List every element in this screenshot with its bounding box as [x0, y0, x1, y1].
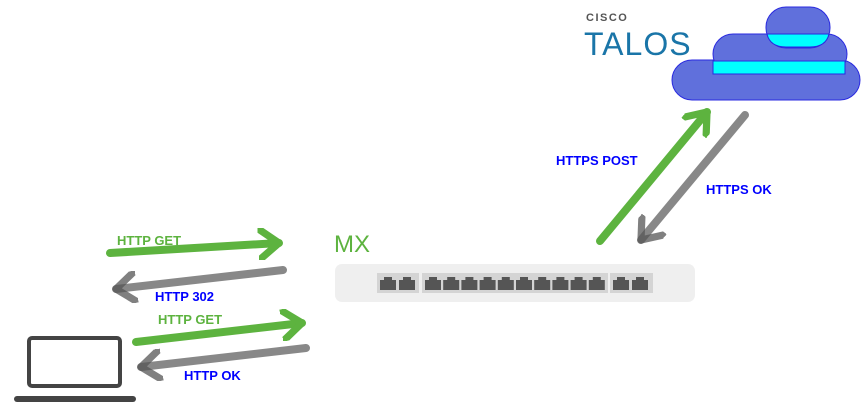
ethernet-port [497, 277, 514, 290]
ethernet-port [399, 277, 415, 290]
ethernet-port [425, 277, 441, 290]
label-http-302: HTTP 302 [155, 289, 214, 304]
https-post-arrow [596, 108, 711, 245]
ethernet-ports [380, 277, 648, 290]
ethernet-port [534, 277, 551, 290]
cisco-wordmark: CISCO [586, 12, 628, 24]
label-http-ok: HTTP OK [184, 368, 241, 383]
https-ok-arrow [637, 111, 749, 244]
http-get-arrow-1 [106, 243, 283, 253]
ethernet-port [613, 277, 629, 290]
http-get-arrow-2 [132, 323, 306, 346]
cloud-icon [671, 6, 861, 101]
ethernet-port [588, 277, 605, 290]
ethernet-port [632, 277, 648, 290]
ethernet-port [380, 277, 396, 290]
ethernet-port [552, 277, 569, 290]
label-http-get-1: HTTP GET [117, 233, 181, 248]
ethernet-port [443, 277, 460, 290]
label-https-ok: HTTPS OK [706, 182, 772, 197]
device-label: MX [334, 231, 370, 258]
ethernet-port [516, 277, 532, 290]
ethernet-port [570, 277, 587, 290]
label-http-get-2: HTTP GET [158, 312, 222, 327]
http-ok-arrow [137, 344, 310, 367]
talos-wordmark: TALOS [584, 26, 692, 62]
label-https-post: HTTPS POST [556, 153, 638, 168]
mx-appliance [335, 264, 695, 302]
laptop-icon [14, 336, 136, 402]
ethernet-port [479, 277, 496, 290]
ethernet-port [461, 277, 478, 290]
cisco-talos-logo: CISCO TALOS [584, 12, 692, 62]
http-302-arrow [112, 266, 287, 289]
